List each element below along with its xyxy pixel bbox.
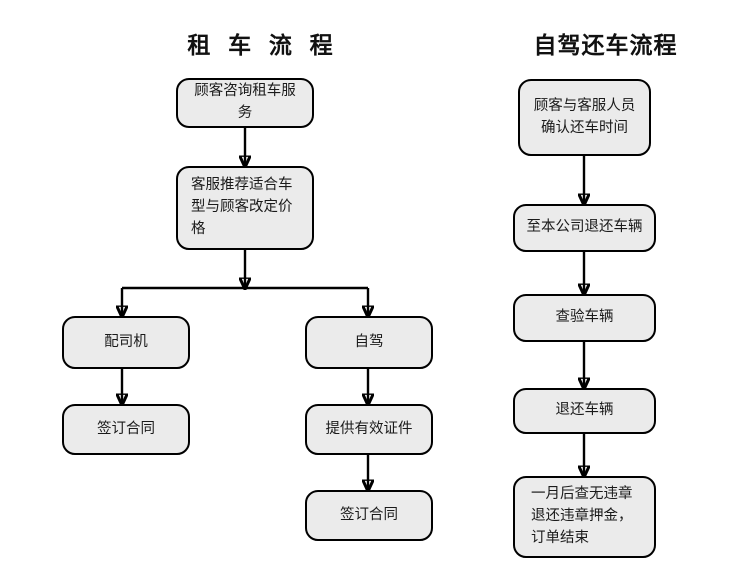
flowchart-title-rental: 租 车 流 程 (187, 33, 339, 58)
flowchart-title-return: 自驾还车流程 (533, 33, 678, 58)
node-inspect-vehicle[interactable]: 查验车辆 (513, 294, 656, 342)
node-with-driver-contract-label: 签订合同 (97, 420, 155, 437)
node-staff-recommend-label: 客服推荐适合车 型与顾客改定价 格 (191, 177, 293, 237)
node-refund-deposit-label: 一月后查无违章 退还违章押金， 订单结束 (531, 486, 633, 546)
node-return-to-company-label: 至本公司退还车辆 (526, 219, 643, 236)
node-confirm-return-time[interactable]: 顾客与客服人员 确认还车时间 (518, 79, 651, 156)
node-self-drive-label: 自驾 (354, 333, 384, 350)
node-with-driver-contract[interactable]: 签订合同 (62, 404, 190, 455)
node-provide-id[interactable]: 提供有效证件 (305, 404, 433, 455)
node-customer-inquiry[interactable]: 顾客咨询租车服务 (176, 78, 314, 128)
node-inspect-vehicle-label: 查验车辆 (555, 309, 614, 326)
node-self-drive[interactable]: 自驾 (305, 316, 433, 369)
node-self-drive-contract[interactable]: 签订合同 (305, 490, 433, 541)
node-hand-back-vehicle-label: 退还车辆 (555, 402, 614, 419)
node-staff-recommend[interactable]: 客服推荐适合车 型与顾客改定价 格 (176, 166, 314, 250)
node-provide-id-label: 提供有效证件 (325, 420, 413, 437)
node-with-driver[interactable]: 配司机 (62, 316, 190, 369)
node-refund-deposit[interactable]: 一月后查无违章 退还违章押金， 订单结束 (513, 476, 656, 558)
node-confirm-return-time-label: 顾客与客服人员 确认还车时间 (533, 97, 636, 136)
node-return-to-company[interactable]: 至本公司退还车辆 (513, 204, 656, 252)
node-self-drive-contract-label: 签订合同 (340, 506, 398, 523)
node-with-driver-label: 配司机 (104, 333, 148, 350)
node-customer-inquiry-label: 顾客咨询租车服务 (194, 83, 296, 121)
node-hand-back-vehicle[interactable]: 退还车辆 (513, 388, 656, 434)
